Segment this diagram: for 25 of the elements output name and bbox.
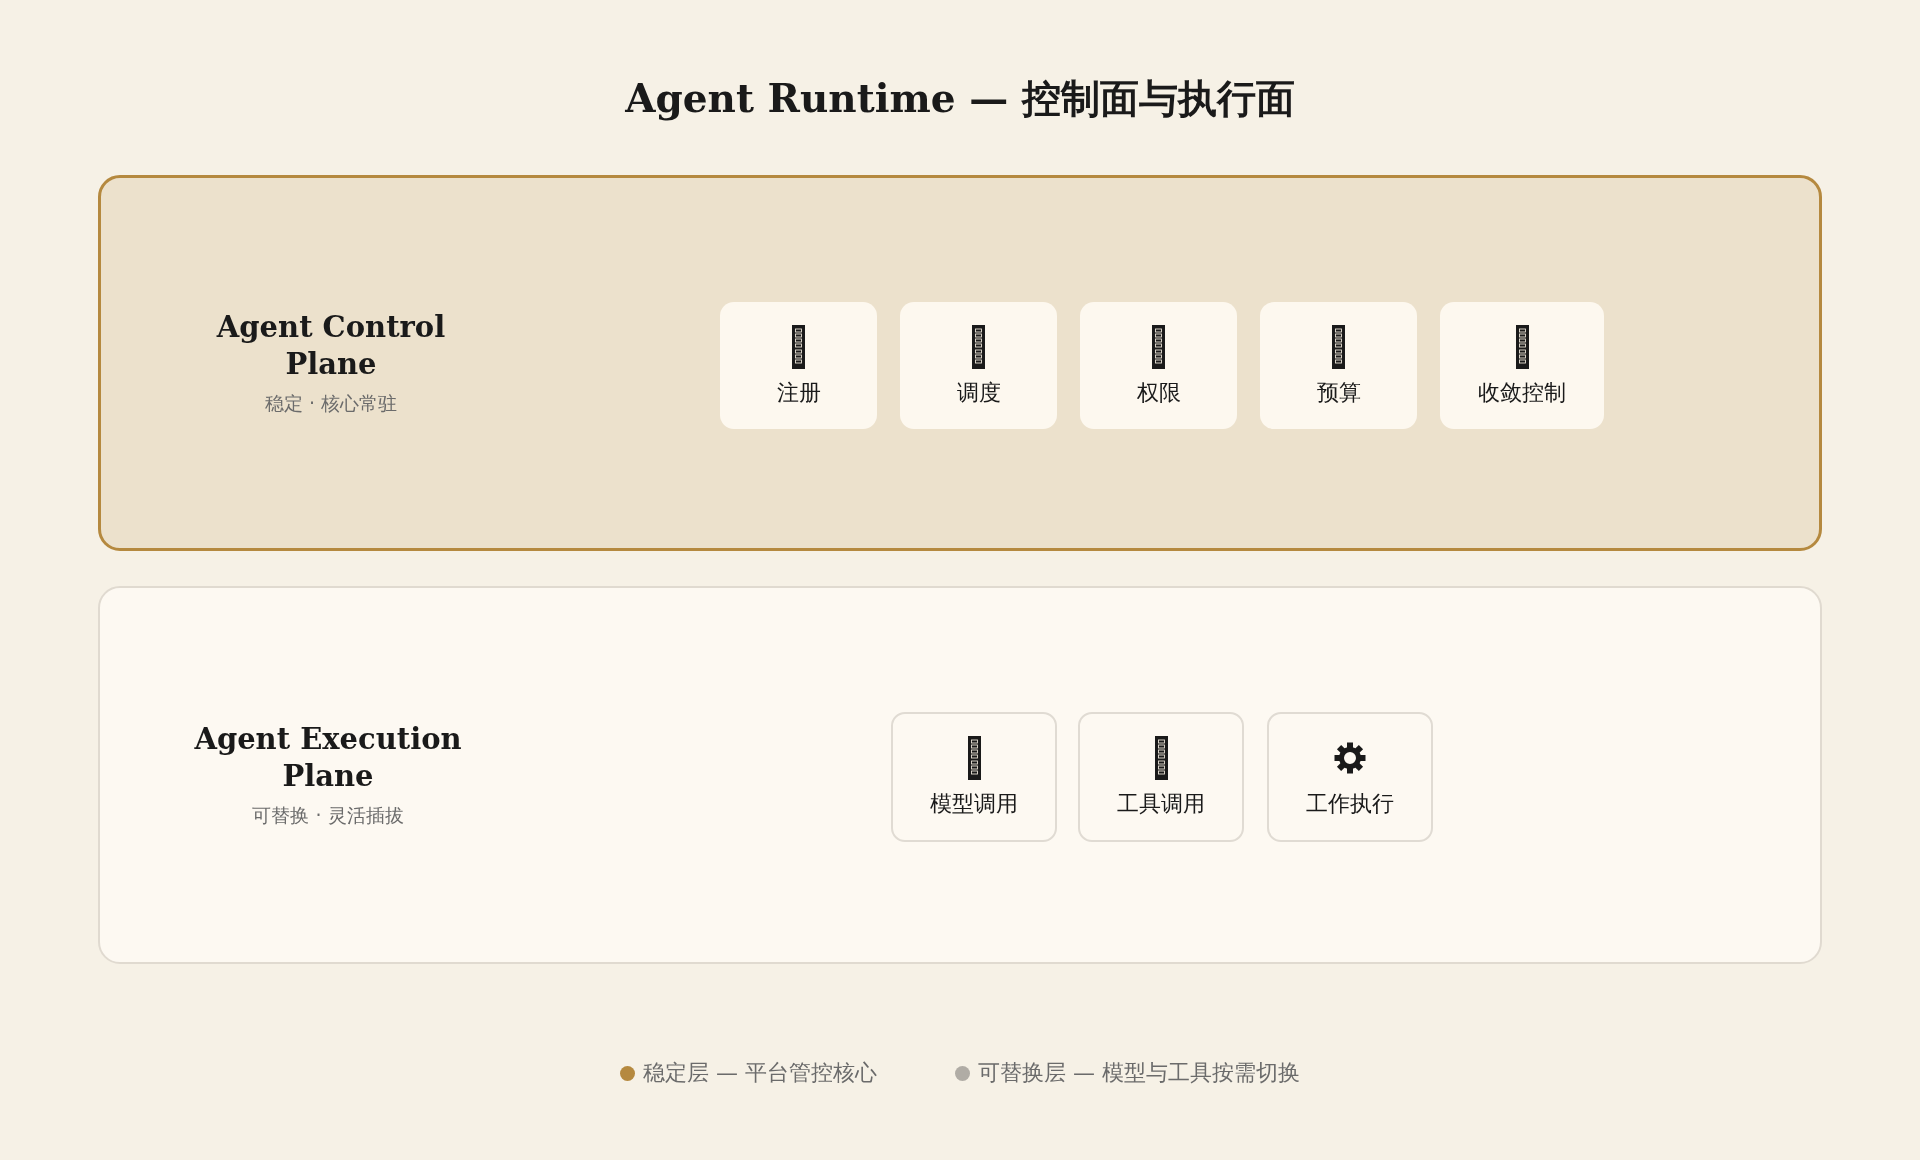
diagram-title: Agent Runtime — 控制面与执行面 [625, 75, 1295, 121]
component-card [1078, 712, 1244, 842]
card-label: 权限 [1136, 378, 1181, 407]
component-card [1080, 302, 1237, 429]
component-card [1440, 302, 1604, 429]
component-card [1260, 302, 1417, 429]
plane-heading: Agent Control Plane [215, 309, 447, 383]
component-card [900, 302, 1057, 429]
card-label: 工作执行 [1306, 790, 1394, 818]
component-card [1267, 712, 1433, 842]
card-label: 模型调用 [930, 790, 1018, 818]
legend-text: 可替换层 — 模型与工具按需切换 [978, 1059, 1300, 1087]
card-label: 注册 [776, 378, 821, 407]
card-label: 预算 [1316, 378, 1361, 407]
plane-subtitle: 稳定 · 核心常驻 [264, 391, 398, 416]
card-label: 收敛控制 [1478, 378, 1566, 407]
card-label: 调度 [956, 378, 1001, 407]
execution-plane-panel [98, 586, 1822, 964]
card-label: 工具调用 [1117, 790, 1205, 818]
component-card [891, 712, 1057, 842]
control-plane-panel [98, 175, 1822, 551]
component-card [720, 302, 877, 429]
legend-text: 稳定层 — 平台管控核心 [643, 1059, 877, 1087]
plane-heading: Agent Execution Plane [193, 721, 463, 795]
plane-subtitle: 可替换 · 灵活插拔 [252, 803, 404, 828]
